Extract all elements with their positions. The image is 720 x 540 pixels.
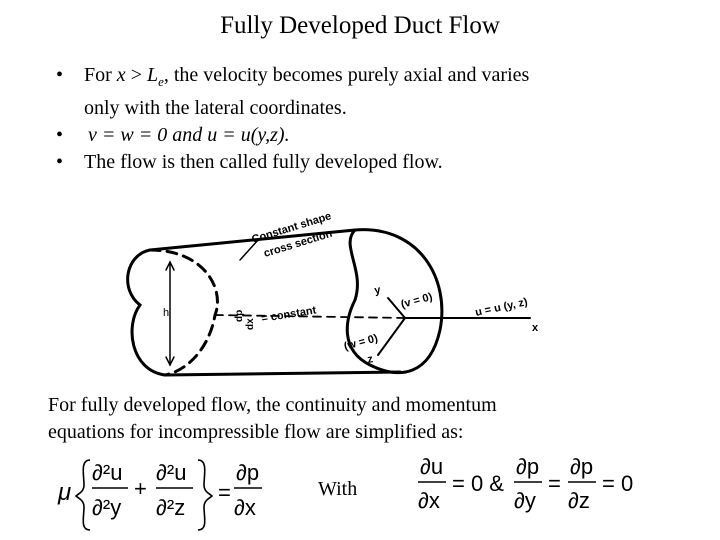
right-cross-section <box>345 228 444 374</box>
bullet-1-line-2: only with the lateral coordinates. <box>84 97 347 119</box>
slide-title: Fully Developed Duct Flow <box>220 12 500 39</box>
bullet-1-text-post: , the velocity becomes purely axial and … <box>163 64 530 86</box>
paragraph-line-2: equations for incompressible flow are si… <box>48 421 464 443</box>
height-arrow-down <box>165 356 175 367</box>
duct-bottom-edge <box>163 370 402 377</box>
dp-numerator-2: ∂p <box>516 454 539 479</box>
with-label: With <box>318 478 358 500</box>
height-label: h <box>163 307 169 319</box>
centerline <box>214 314 406 319</box>
y-axis-arrow <box>387 297 406 319</box>
left-brace <box>74 459 91 531</box>
bullet-item-3: • The flow is then called fully develope… <box>56 149 676 176</box>
equals-sign-1: = <box>218 480 231 505</box>
bullet-2-text: v = w = 0 and u = u(y,z). <box>88 124 290 146</box>
bullet-1-text-pre: For <box>84 64 117 86</box>
du-numerator: ∂u <box>420 454 443 479</box>
d2u-numerator-1: ∂²u <box>92 460 122 485</box>
duct-top-edge <box>148 228 357 252</box>
d2u-numerator-2: ∂²u <box>156 460 186 485</box>
dx-denominator-2: ∂x <box>418 488 440 513</box>
bullet-dot: • <box>56 151 64 173</box>
zero-and: = 0 & <box>452 471 504 496</box>
left-cross-section <box>126 248 167 377</box>
bullet-dot: • <box>56 124 64 146</box>
dp-numerator: ∂p <box>236 460 259 485</box>
equals-sign-2: = <box>548 471 561 496</box>
bullet-list: • For x > Le, the velocity becomes purel… <box>56 62 676 176</box>
z-axis-arrow <box>377 317 406 356</box>
dp-numerator-3: ∂p <box>570 454 593 479</box>
dz-denominator: ∂z <box>568 488 590 513</box>
x-axis-label: x <box>532 322 539 334</box>
height-arrow-up <box>165 260 175 271</box>
bullet-1-math-gt: > <box>125 64 147 86</box>
bullet-1-math-sub: e <box>158 74 164 89</box>
shape-label-leader <box>239 239 259 261</box>
equals-zero: = 0 <box>602 471 633 496</box>
mu-symbol: μ <box>57 479 71 506</box>
dy-denominator: ∂y <box>514 488 536 513</box>
z-axis-label: z <box>366 353 374 366</box>
paragraph-line-1: For fully developed flow, the continuity… <box>48 394 497 416</box>
plus-sign: + <box>134 476 147 501</box>
explanation-paragraph: For fully developed flow, the continuity… <box>48 392 688 446</box>
right-brace <box>197 459 214 531</box>
d2z-denominator: ∂²z <box>156 495 185 520</box>
y-axis-label: y <box>373 284 382 297</box>
dx-denominator: ∂x <box>234 495 256 520</box>
bullet-item-2: • v = w = 0 and u = u(y,z). <box>56 122 676 149</box>
bullet-dot: • <box>56 64 64 86</box>
bullet-1-math-x: x <box>116 64 126 86</box>
d2y-denominator: ∂²y <box>92 495 121 520</box>
bullet-item-1: • For x > Le, the velocity becomes purel… <box>56 62 676 122</box>
bullet-1-math-L: L <box>146 64 159 86</box>
dp-label: dp <box>234 310 245 322</box>
bullet-3-text: The flow is then called fully developed … <box>84 151 443 173</box>
dx-label: dx <box>245 318 256 330</box>
